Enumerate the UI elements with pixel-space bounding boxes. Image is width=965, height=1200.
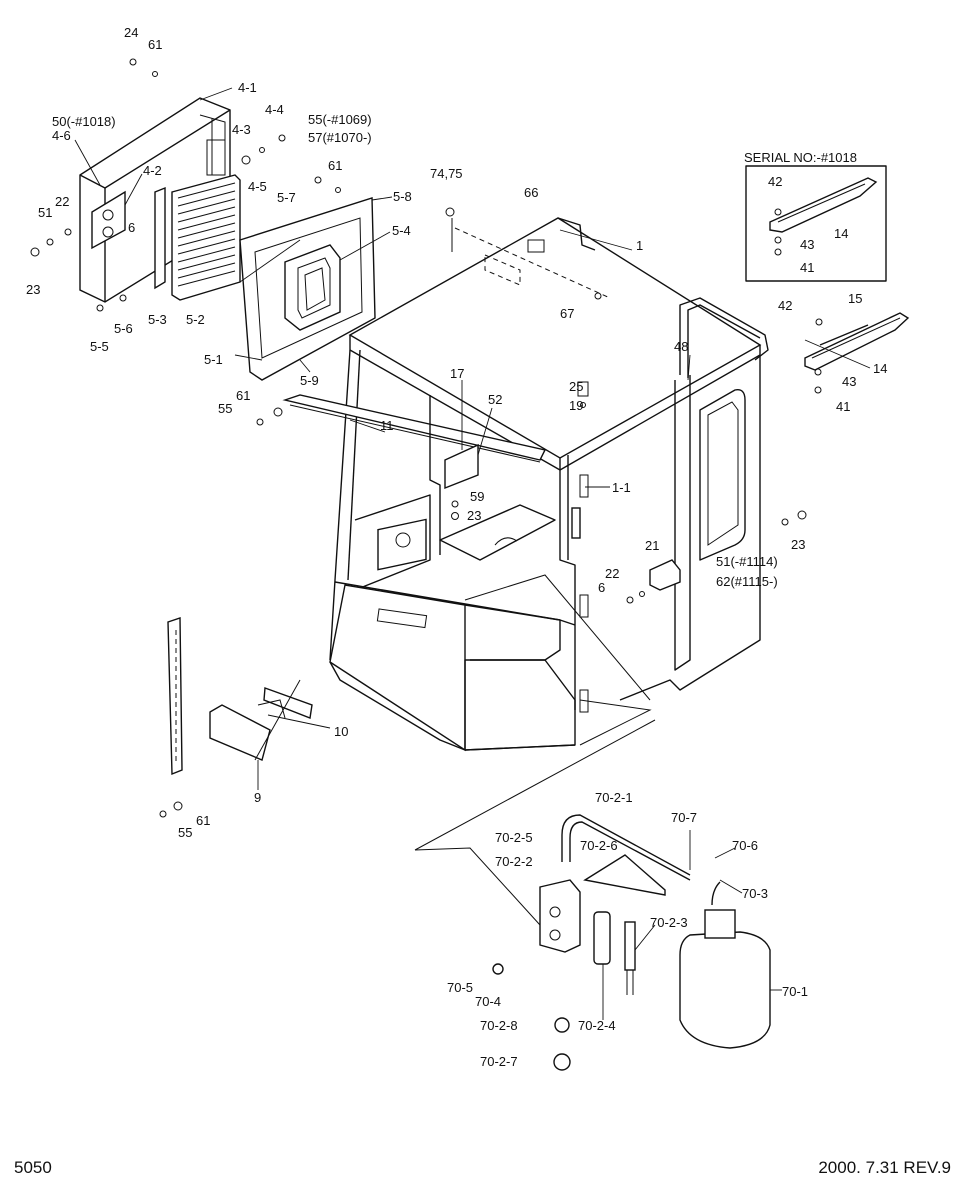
callout-label: 23	[26, 282, 40, 297]
callout-label: 4-2	[143, 163, 162, 178]
callout-label: 23	[467, 508, 481, 523]
callout-label: 4-1	[238, 80, 257, 95]
callout-label: 24	[124, 25, 138, 40]
page-number: 5050	[14, 1158, 52, 1177]
callout-label: 22	[605, 566, 619, 581]
callout-label: 5-5	[90, 339, 109, 354]
callout-label: 61	[196, 813, 210, 828]
callout-label: 43	[842, 374, 856, 389]
callout-label: 4-5	[248, 179, 267, 194]
callout-label: 51(-#1114)	[716, 554, 778, 569]
callout-label: 19	[569, 398, 583, 413]
callout-label: 70-2-3	[650, 915, 688, 930]
callout-label: 23	[791, 537, 805, 552]
callout-label: 70-2-1	[595, 790, 633, 805]
callout-label: 5-9	[300, 373, 319, 388]
callout-label: 70-2-6	[580, 838, 618, 853]
callout-label: 70-5	[447, 980, 473, 995]
callout-label: 48	[674, 339, 688, 354]
callout-label: 59	[470, 489, 484, 504]
callout-label: 21	[645, 538, 659, 553]
callout-label: 43	[800, 237, 814, 252]
callout-label: 70-2-5	[495, 830, 533, 845]
callout-label: 42	[768, 174, 782, 189]
callout-label: 70-2-8	[480, 1018, 518, 1033]
callout-label: 70-2-4	[578, 1018, 616, 1033]
callout-label: 70-3	[742, 886, 768, 901]
callout-label: 11	[380, 418, 394, 433]
filter-box-drawing	[79, 97, 376, 381]
callout-label: 41	[836, 399, 850, 414]
callout-label: 14	[834, 226, 848, 241]
leader-lines	[74, 87, 871, 1020]
callout-label: 5-7	[277, 190, 296, 205]
callout-label: 42	[778, 298, 792, 313]
callout-label: 70-1	[782, 984, 808, 999]
fasteners-drawing	[30, 58, 823, 818]
callout-labels: 24 61 4-1 50(-#1018) 4-6 4-4 4-3 55(-#10…	[26, 25, 887, 1069]
callout-label: 67	[560, 306, 574, 321]
callout-label: 70-4	[475, 994, 501, 1009]
callout-label: 70-6	[732, 838, 758, 853]
callout-label: 74,75	[430, 166, 463, 181]
callout-label: 4-6	[52, 128, 71, 143]
callout-label: 1	[636, 238, 643, 253]
callout-label: 50(-#1018)	[52, 114, 116, 129]
callout-label: 5-4	[392, 223, 411, 238]
callout-label: 66	[524, 185, 538, 200]
callout-label: 70-2-7	[480, 1054, 518, 1069]
callout-label: 4-3	[232, 122, 251, 137]
callout-label: 22	[55, 194, 69, 209]
cab-assembly-drawing	[282, 217, 769, 752]
callout-label: 5-2	[186, 312, 205, 327]
callout-label: 9	[254, 790, 261, 805]
callout-label: 70-7	[671, 810, 697, 825]
front-panel-drawing	[167, 617, 313, 776]
callout-label: 57(#1070-)	[308, 130, 372, 145]
serial-box-title: SERIAL NO:-#1018	[744, 150, 857, 165]
callout-label: 4-4	[265, 102, 284, 117]
callout-label: 55	[218, 401, 232, 416]
callout-label: 10	[334, 724, 348, 739]
callout-label: 52	[488, 392, 502, 407]
wiper-arm-drawing	[745, 165, 910, 371]
callout-label: 5-3	[148, 312, 167, 327]
callout-label: 17	[450, 366, 464, 381]
callout-label: 5-8	[393, 189, 412, 204]
callout-label: 6	[128, 220, 135, 235]
callout-label: 5-1	[204, 352, 223, 367]
callout-label: 6	[598, 580, 605, 595]
callout-label: 70-2-2	[495, 854, 533, 869]
callout-label: 41	[800, 260, 814, 275]
callout-label: 61	[328, 158, 342, 173]
callout-label: 25	[569, 379, 583, 394]
callout-label: 55	[178, 825, 192, 840]
washer-tank-drawing	[414, 719, 771, 1071]
callout-label: 62(#1115-)	[716, 574, 778, 589]
revision-date: 2000. 7.31 REV.9	[818, 1158, 951, 1177]
callout-label: 1-1	[612, 480, 631, 495]
callout-label: 14	[873, 361, 887, 376]
callout-label: 15	[848, 291, 862, 306]
callout-label: 5-6	[114, 321, 133, 336]
callout-label: 51	[38, 205, 52, 220]
callout-label: 61	[236, 388, 250, 403]
callout-label: 55(-#1069)	[308, 112, 372, 127]
callout-label: 61	[148, 37, 162, 52]
